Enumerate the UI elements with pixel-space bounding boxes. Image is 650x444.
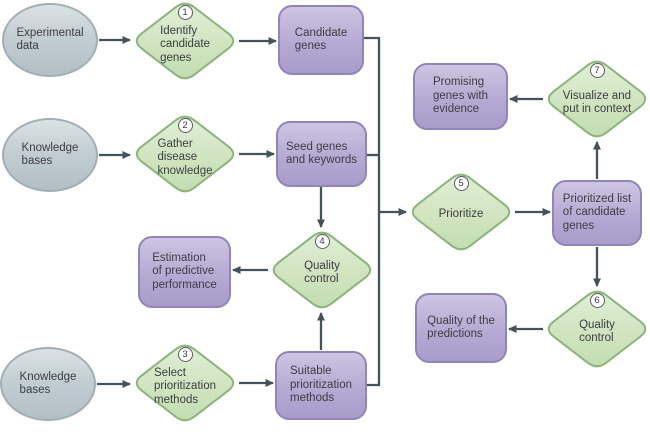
node-label: Knowledge bases <box>21 141 79 168</box>
node-label: Suitable prioritization methods <box>290 365 352 405</box>
gather-disease-knowledge-node: 2 Gather disease knowledge <box>132 113 238 195</box>
quality-control-4-node: 4 Quality control <box>269 229 375 311</box>
diamond-shape <box>411 173 511 251</box>
step-2-badge: 2 <box>177 117 193 133</box>
step-7-badge: 7 <box>589 62 605 78</box>
estimation-performance-node: Estimation of predictive performance <box>138 236 231 308</box>
knowledge-bases-node-1: Knowledge bases <box>2 118 98 192</box>
diamond-shape <box>547 60 647 138</box>
diamond-shape <box>135 344 235 422</box>
quality-predictions-node: Quality of the predictions <box>415 293 507 363</box>
node-label: Experimental data <box>16 26 84 53</box>
quality-control-6-node: 6 Quality control <box>544 288 650 370</box>
node-label: Seed genes and keywords <box>286 140 357 167</box>
seed-genes-keywords-node: Seed genes and keywords <box>276 121 367 187</box>
diamond-shape <box>547 290 647 368</box>
diamond-shape <box>272 231 372 309</box>
step-4-badge: 4 <box>314 233 330 249</box>
node-label: Estimation of predictive performance <box>152 251 217 291</box>
step-6-badge: 6 <box>589 292 605 308</box>
node-label: Promising genes with evidence <box>433 76 488 116</box>
select-prioritization-methods-node: 3 Select prioritization methods <box>132 342 238 424</box>
merge-rail-line <box>364 36 381 387</box>
diamond-shape <box>135 115 235 193</box>
promising-genes-node: Promising genes with evidence <box>413 63 508 130</box>
experimental-data-node: Experimental data <box>2 3 98 77</box>
prioritize-node: 5 Prioritize <box>408 171 514 253</box>
visualize-context-node: 7 Visualize and put in context <box>544 58 650 140</box>
node-label: Candidate genes <box>294 26 348 53</box>
node-label: Knowledge bases <box>19 370 77 397</box>
step-3-badge: 3 <box>177 346 193 362</box>
step-5-badge: 5 <box>453 175 469 191</box>
step-1-badge: 1 <box>177 4 193 20</box>
candidate-genes-node: Candidate genes <box>278 5 364 75</box>
suitable-methods-node: Suitable prioritization methods <box>275 351 367 420</box>
node-label: Quality of the predictions <box>427 314 495 341</box>
diamond-shape <box>135 2 235 80</box>
identify-candidate-genes-node: 1 Identify candidate genes <box>132 0 238 82</box>
knowledge-bases-node-2: Knowledge bases <box>0 347 96 421</box>
prioritized-list-node: Prioritized list of candidate genes <box>552 180 642 246</box>
node-label: Prioritized list of candidate genes <box>562 192 632 232</box>
